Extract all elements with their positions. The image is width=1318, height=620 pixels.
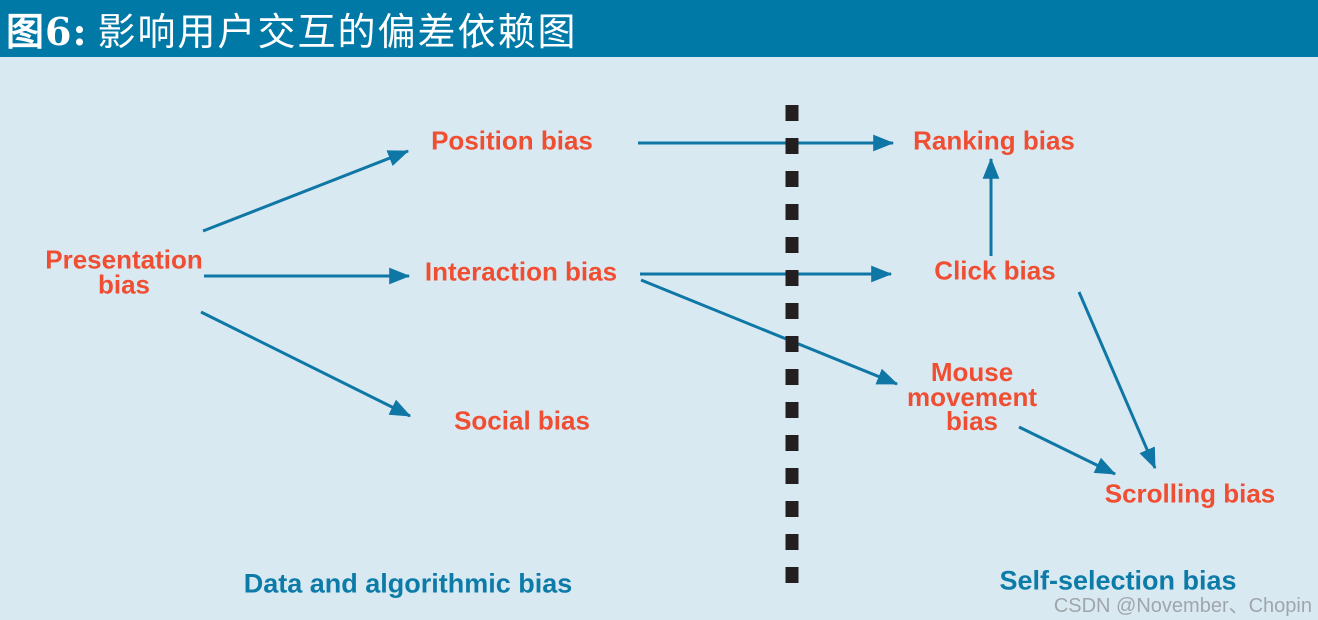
edge-presentation-to-position xyxy=(202,149,410,233)
section-label-data-and-algorithmic-bias: Data and algorithmic bias xyxy=(243,568,573,599)
node-presentation-bias: Presentation bias xyxy=(45,244,203,299)
node-ranking-bias: Ranking bias xyxy=(913,125,1075,156)
node-click-bias: Click bias xyxy=(934,255,1056,286)
node-scrolling-bias: Scrolling bias xyxy=(1104,478,1276,509)
figure-title: 影响用户交互的偏差依赖图 xyxy=(97,10,578,54)
watermark-text: CSDN @November、Chopin xyxy=(1053,595,1312,617)
node-position-bias: Position bias xyxy=(431,125,593,156)
node-social-bias: Social bias xyxy=(454,405,590,436)
node-interaction-bias: Interaction bias xyxy=(424,256,618,287)
edge-interaction-to-mouse xyxy=(640,278,899,386)
figure-header: 图6: 影响用户交互的偏差依赖图 xyxy=(0,0,1318,57)
section-label-self-selection-bias: Self-selection bias xyxy=(999,565,1237,596)
node-mouse-movement-bias: Mouse movement bias xyxy=(906,356,1038,437)
edge-presentation-to-social xyxy=(200,310,412,418)
edge-click-to-scrolling xyxy=(1077,291,1157,470)
figure-number-label: 图6: xyxy=(6,9,88,54)
edge-mouse-to-scrolling xyxy=(1018,425,1117,476)
